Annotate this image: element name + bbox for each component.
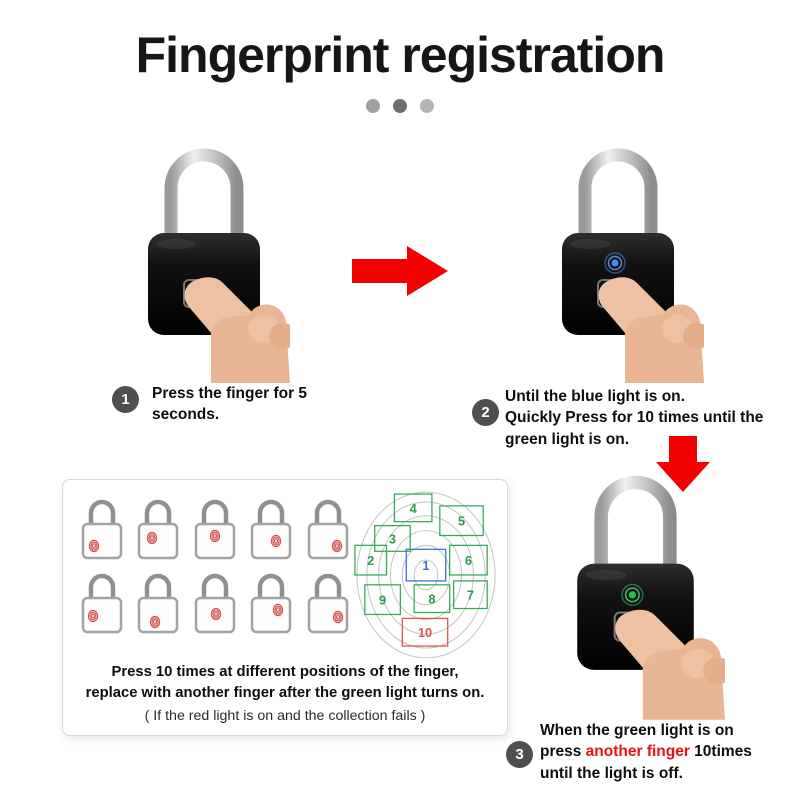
zone-label: 1: [422, 558, 429, 573]
zone-label: 5: [458, 514, 465, 529]
instruction-line: Press 10 times at different positions of…: [111, 664, 459, 680]
zone-label: 6: [465, 553, 472, 568]
mini-padlock-icon: [301, 492, 355, 564]
step-2-label: Until the blue light is on. Quickly Pres…: [505, 386, 763, 450]
green-indicator-light: [621, 583, 644, 607]
step-2-line: Quickly Press for 10 times until the: [505, 409, 764, 427]
step-3-label: When the green light is on press another…: [540, 720, 752, 784]
zone-label: 2: [367, 553, 374, 568]
hand-pressing-finger: [598, 277, 704, 383]
carousel-dot: [420, 99, 434, 113]
mini-padlock-icon: [244, 566, 298, 638]
carousel-dot: [393, 99, 407, 113]
step-3-text: press: [540, 743, 586, 761]
practice-box: 4 5 3 2 1 6 9 8 7 10 Press 10 times at d…: [62, 479, 508, 736]
mini-padlock-icon: [131, 492, 185, 564]
step-3-line: until the light is off.: [540, 764, 683, 782]
step-3-badge: 3: [506, 741, 533, 768]
hand-pressing-finger: [615, 609, 725, 720]
practice-instructions: Press 10 times at different positions of…: [65, 662, 505, 726]
step-3-highlight: another finger: [585, 743, 690, 761]
page-title: Fingerprint registration: [135, 27, 666, 83]
step-3-line: press another finger 10times: [540, 741, 752, 762]
zone-cells: [354, 493, 488, 647]
instruction-line: replace with another finger after the gr…: [85, 685, 485, 701]
step-1-badge: 1: [112, 386, 139, 413]
step-1-line: Press the finger for 5: [152, 385, 308, 402]
padlock-step3-illustration: [577, 475, 725, 720]
mini-padlock-icon: [188, 492, 242, 564]
zone-label: 7: [467, 588, 474, 603]
mini-padlock-icon: [131, 566, 185, 638]
arrow-right-icon: [352, 246, 448, 296]
mini-padlock-icon: [188, 566, 242, 638]
zone-label: 9: [379, 593, 386, 608]
zone-label: 3: [389, 531, 396, 546]
hand-pressing-finger: [184, 277, 290, 383]
zone-label: 10: [418, 625, 432, 640]
zone-labels: 4 5 3 2 1 6 9 8 7 10: [367, 501, 474, 640]
padlock-step1-illustration: [148, 148, 290, 383]
step-number: 1: [121, 391, 130, 408]
carousel-dot: [366, 99, 380, 113]
step-3-line: When the green light is on: [540, 722, 734, 739]
mini-padlock-icon: [75, 492, 129, 564]
fingerprint-zone-map: 4 5 3 2 1 6 9 8 7 10: [354, 491, 496, 658]
zone-label: 4: [410, 501, 418, 516]
zone-label: 8: [428, 592, 435, 607]
padlock-step2-illustration: [562, 148, 704, 383]
arrow-down-icon: [656, 436, 710, 492]
step-number: 2: [481, 404, 490, 421]
step-2-badge: 2: [472, 399, 499, 426]
instruction-note: ( If the red light is on and the collect…: [144, 708, 426, 724]
step-3-text: 10times: [689, 743, 752, 761]
blue-indicator-light: [604, 252, 626, 274]
practice-lock-grid: [75, 492, 355, 638]
step-2-line: green light is on.: [505, 430, 630, 448]
mini-padlock-icon: [75, 566, 129, 638]
carousel-dots: [0, 99, 800, 113]
step-number: 3: [515, 746, 524, 763]
mini-padlock-icon: [301, 566, 355, 638]
step-1-line: seconds.: [152, 406, 220, 424]
step-2-line: Until the blue light is on.: [505, 388, 685, 405]
step-1-label: Press the finger for 5 seconds.: [152, 383, 307, 426]
mini-padlock-icon: [244, 492, 298, 564]
